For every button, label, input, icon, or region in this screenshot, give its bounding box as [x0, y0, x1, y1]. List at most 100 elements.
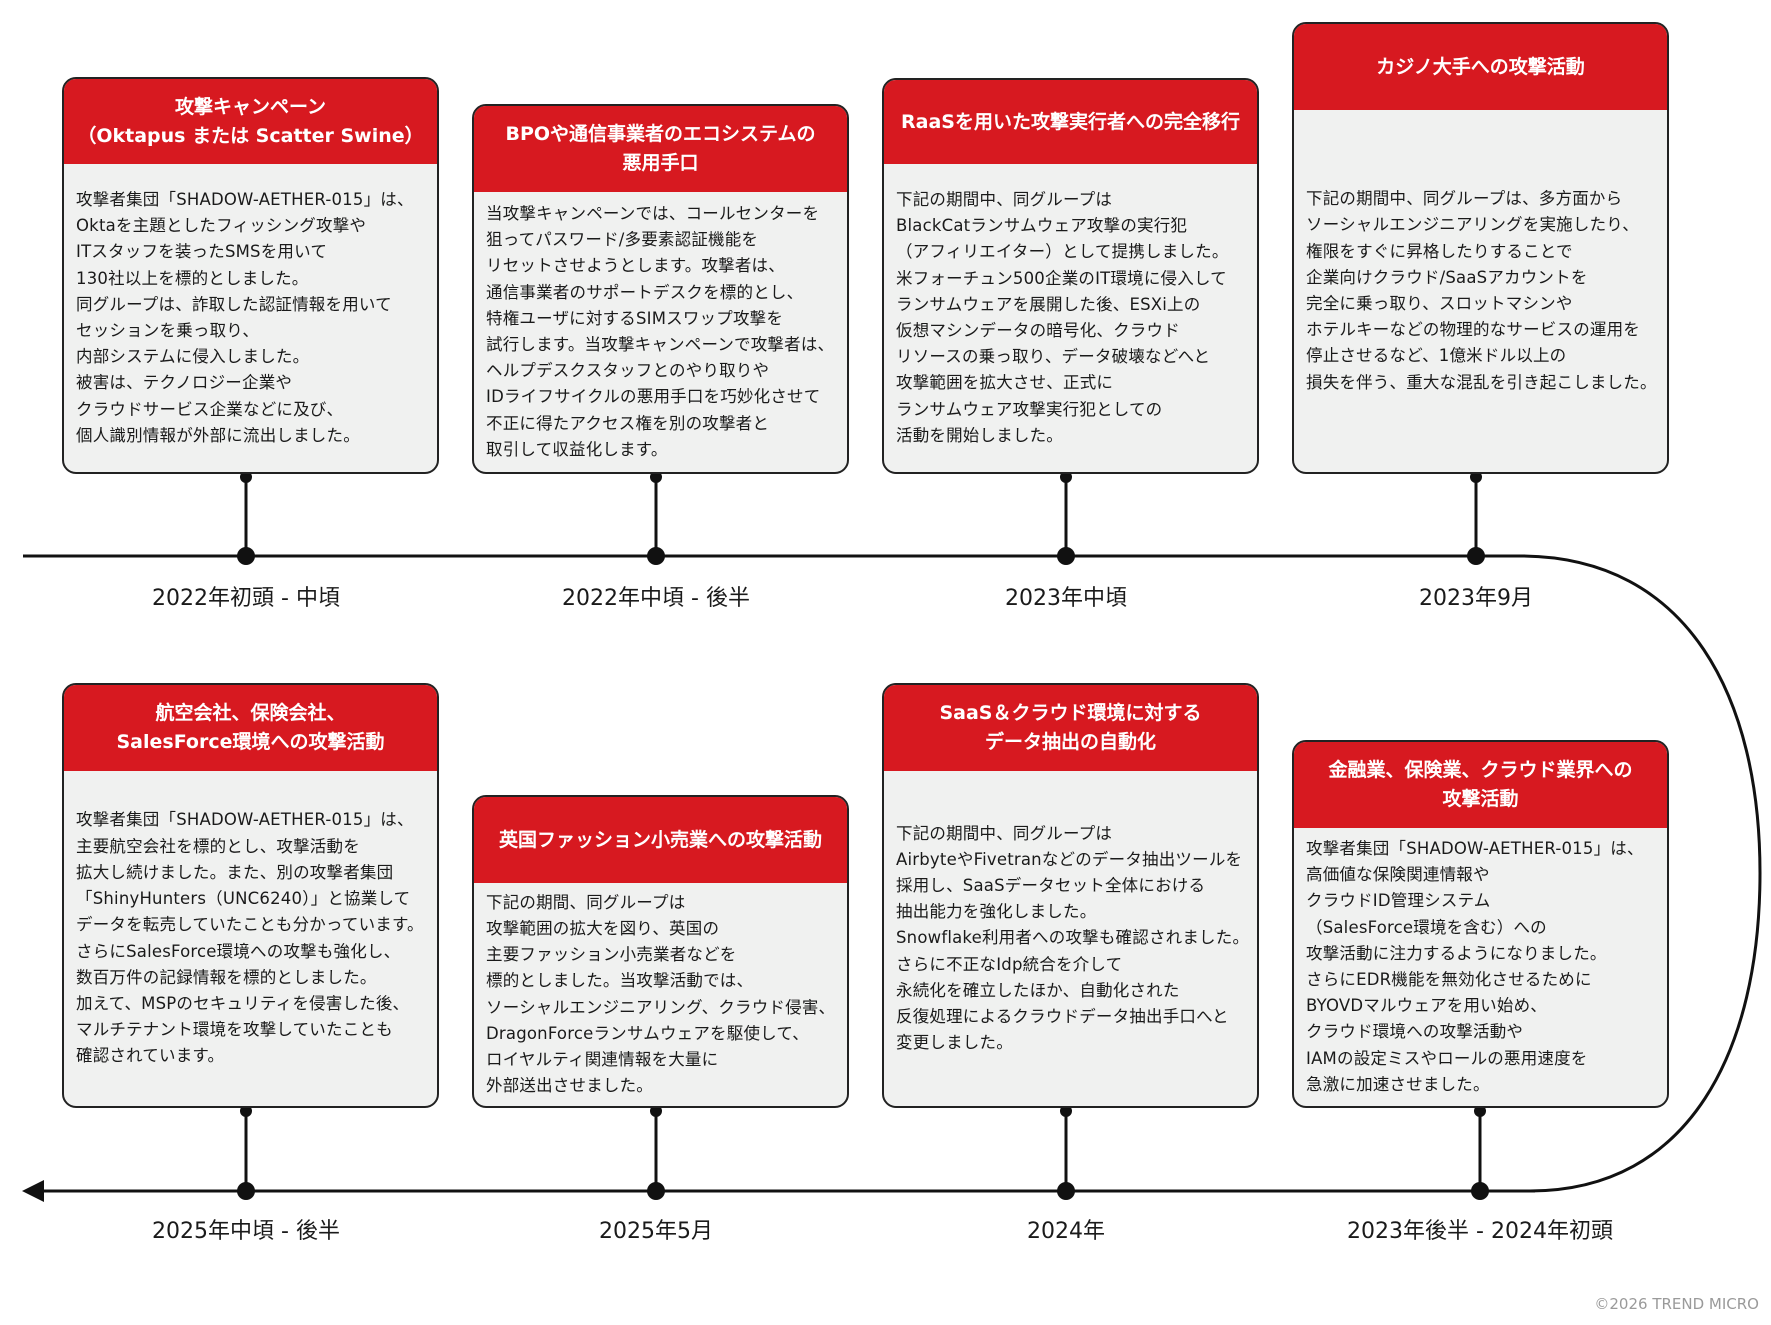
event-body-line: BYOVDマルウェアを用い始め、	[1306, 996, 1547, 1016]
event-body-line: 試行します。当攻撃キャンペーンで攻撃者は、	[486, 335, 835, 354]
event-body-line: ランサムウェア攻撃実行犯としての	[896, 399, 1163, 419]
event-body-line: クラウドID管理システム	[1306, 891, 1491, 911]
event-body-line: 企業向けクラウド/SaaSアカウントを	[1306, 267, 1588, 287]
event-date: 2022年初頭 - 中頃	[152, 586, 340, 611]
event-body-line: クラウド環境への攻撃活動や	[1306, 1022, 1524, 1042]
event-body-line: 下記の期間中、同グループは	[896, 189, 1113, 209]
event-body-line: 130社以上を標的としました。	[76, 268, 309, 288]
event-title-line: RaaSを用いた攻撃実行者への完全移行	[901, 110, 1240, 133]
timeline-dot	[1467, 547, 1485, 565]
copyright: ©2026 TREND MICRO	[1594, 1295, 1759, 1313]
event-card: 金融業、保険業、クラウド業界への攻撃活動攻撃者集団「SHADOW-AETHER-…	[1292, 740, 1669, 1108]
event-body-line: Oktaを主題としたフィッシング攻撃や	[76, 216, 367, 236]
event-card: BPOや通信事業者のエコシステムの悪用手口当攻撃キャンペーンでは、コールセンター…	[472, 104, 849, 474]
event-body-line: 米フォーチュン500企業のIT環境に侵入して	[896, 268, 1227, 288]
event-body-line: 主要航空会社を標的とし、攻撃活動を	[76, 836, 360, 856]
event-body-line: 狙ってパスワード/多要素認証機能を	[486, 230, 759, 250]
event-title-line: SalesForce環境への攻撃活動	[116, 731, 385, 753]
event-card-title: カジノ大手への攻撃活動	[1294, 24, 1667, 110]
event-body-line: 内部システムに侵入しました。	[76, 347, 310, 367]
event-card-title: 金融業、保険業、クラウド業界への攻撃活動	[1294, 742, 1667, 828]
event-card: RaaSを用いた攻撃実行者への完全移行下記の期間中、同グループは BlackCat…	[882, 78, 1259, 474]
event-card-title: BPOや通信事業者のエコシステムの悪用手口	[474, 106, 847, 192]
event-body-line: （SalesForce環境を含む）への	[1306, 917, 1547, 937]
event-body-line: 永続化を確立したほか、自動化された	[896, 980, 1180, 1000]
arrow-left-icon	[22, 1180, 44, 1202]
event-date: 2025年中頃 - 後半	[152, 1219, 340, 1244]
event-card-title: 英国ファッション小売業への攻撃活動	[474, 797, 847, 883]
event-card: 攻撃キャンペーン （Oktapus または Scatter Swine） 攻撃者集団…	[62, 77, 439, 474]
event-date: 2023年中頃	[1005, 586, 1127, 611]
timeline-dot	[1057, 1182, 1075, 1200]
event-body-line: BlackCatランサムウェア攻撃の実行犯	[896, 216, 1188, 236]
event-body-line: 急激に加速させました。	[1306, 1074, 1490, 1094]
event-body-line: ホテルキーなどの物理的なサービスの運用を	[1306, 320, 1640, 340]
event-body-line: 拡大し続けました。また、別の攻撃者集団	[76, 862, 394, 882]
timeline-dot	[1471, 1182, 1489, 1200]
event-body-line: 攻撃者集団「SHADOW-AETHER-015」は、	[1306, 838, 1644, 858]
event-title-line: （Oktapus または Scatter Swine）	[77, 124, 424, 147]
event-body-line: マルチテナント環境を攻撃していたことも	[76, 1020, 393, 1040]
event-body-line: データを転売していたことも分かっています。	[76, 915, 424, 935]
event-body-line: Snowflake利用者への攻撃も確認されました。	[896, 928, 1250, 948]
event-body-line: 完全に乗っ取り、スロットマシンや	[1306, 294, 1573, 313]
event-date: 2025年5月	[599, 1219, 713, 1244]
event-title-line: 攻撃キャンペーン	[174, 95, 327, 118]
connector-cap	[650, 1105, 662, 1117]
event-body-line: 下記の期間中、同グループは、多方面から	[1306, 189, 1623, 209]
event-card-title: 航空会社、保険会社、 SalesForce環境への攻撃活動	[64, 685, 437, 771]
event-body-line: ITスタッフを装ったSMSを用いて	[76, 242, 328, 262]
event-title-line: 悪用手口	[622, 152, 699, 174]
event-body-line: 主要ファッション小売業者などを	[486, 945, 737, 965]
connector-cap	[1060, 1105, 1072, 1117]
event-card: 航空会社、保険会社、 SalesForce環境への攻撃活動攻撃者集団「SHADOW…	[62, 683, 439, 1108]
event-title-line: BPOや通信事業者のエコシステムの	[505, 123, 816, 145]
event-body-line: 権限をすぐに昇格したりすることで	[1306, 241, 1573, 261]
event-body-line: さらにSalesForce環境への攻撃も強化し、	[76, 941, 401, 961]
event-body-line: ヘルプデスクスタッフとのやり取りや	[486, 361, 770, 381]
event-card: カジノ大手への攻撃活動下記の期間中、同グループは、多方面からソーシャルエンジニア…	[1292, 22, 1669, 474]
timeline-dot	[1057, 547, 1075, 565]
connector-cap	[240, 1105, 252, 1117]
event-date: 2023年後半 - 2024年初頭	[1347, 1219, 1613, 1244]
event-card: 英国ファッション小売業への攻撃活動下記の期間、同グループは攻撃範囲の拡大を図り、…	[472, 795, 849, 1108]
event-body-line: IAMの設定ミスやロールの悪用速度を	[1306, 1048, 1588, 1068]
event-card-title: 攻撃キャンペーン （Oktapus または Scatter Swine）	[64, 79, 437, 164]
timeline-dot	[647, 1182, 665, 1200]
event-body-line: クラウドサービス企業などに及び、	[76, 399, 344, 419]
connector-cap	[650, 471, 662, 483]
connector-cap	[1474, 1105, 1486, 1117]
event-card-body: 下記の期間、同グループは攻撃範囲の拡大を図り、英国の主要ファッション小売業者など…	[474, 883, 847, 1106]
event-body-line: 下記の期間、同グループは	[486, 892, 686, 912]
event-body-line: 抽出能力を強化しました。	[896, 902, 1097, 922]
event-body-line: さらに不正なIdp統合を介して	[896, 954, 1123, 974]
event-title-line: 航空会社、保険会社、	[155, 702, 346, 724]
event-title-line: 攻撃活動	[1442, 788, 1519, 810]
event-body-line: 外部送出させました。	[486, 1076, 653, 1096]
connector-cap	[240, 471, 252, 483]
event-date: 2024年	[1027, 1219, 1105, 1244]
event-body-line: 損失を伴う、重大な混乱を引き起こしました。	[1306, 372, 1657, 392]
event-body-line: 仮想マシンデータの暗号化、クラウド	[896, 321, 1180, 340]
timeline-curve	[1519, 554, 1762, 1193]
event-title-line: データ抽出の自動化	[984, 731, 1156, 753]
event-body-line: 高価値な保険関連情報や	[1306, 865, 1490, 885]
event-body-line: 特権ユーザに対するSIMスワップ攻撃を	[486, 308, 784, 328]
timeline-dot	[237, 547, 255, 565]
event-body-line: ランサムウェアを展開した後、ESXi上の	[896, 294, 1201, 314]
event-body-line: 攻撃者集団「SHADOW-AETHER-015」は、	[76, 189, 414, 209]
event-body-line: リソースの乗っ取り、データ破壊などへと	[896, 347, 1211, 367]
event-body-line: ソーシャルエンジニアリング、クラウド侵害、	[486, 997, 836, 1017]
event-body-line: 個人識別情報が外部に流出しました。	[76, 425, 360, 445]
event-body-line: 攻撃者集団「SHADOW-AETHER-015」は、	[76, 810, 414, 830]
event-body-line: ソーシャルエンジニアリングを実施したり、	[1306, 215, 1640, 235]
event-body-line: 攻撃活動に注力するようになりました。	[1306, 943, 1607, 963]
event-title-line: 英国ファッション小売業への攻撃活動	[498, 828, 822, 851]
event-body-line: 当攻撃キャンペーンでは、コールセンターを	[486, 203, 820, 223]
event-body-line: 確認されています。	[76, 1046, 225, 1066]
timeline-dot	[237, 1182, 255, 1200]
event-body-line: ロイヤルティ関連情報を大量に	[486, 1049, 719, 1069]
